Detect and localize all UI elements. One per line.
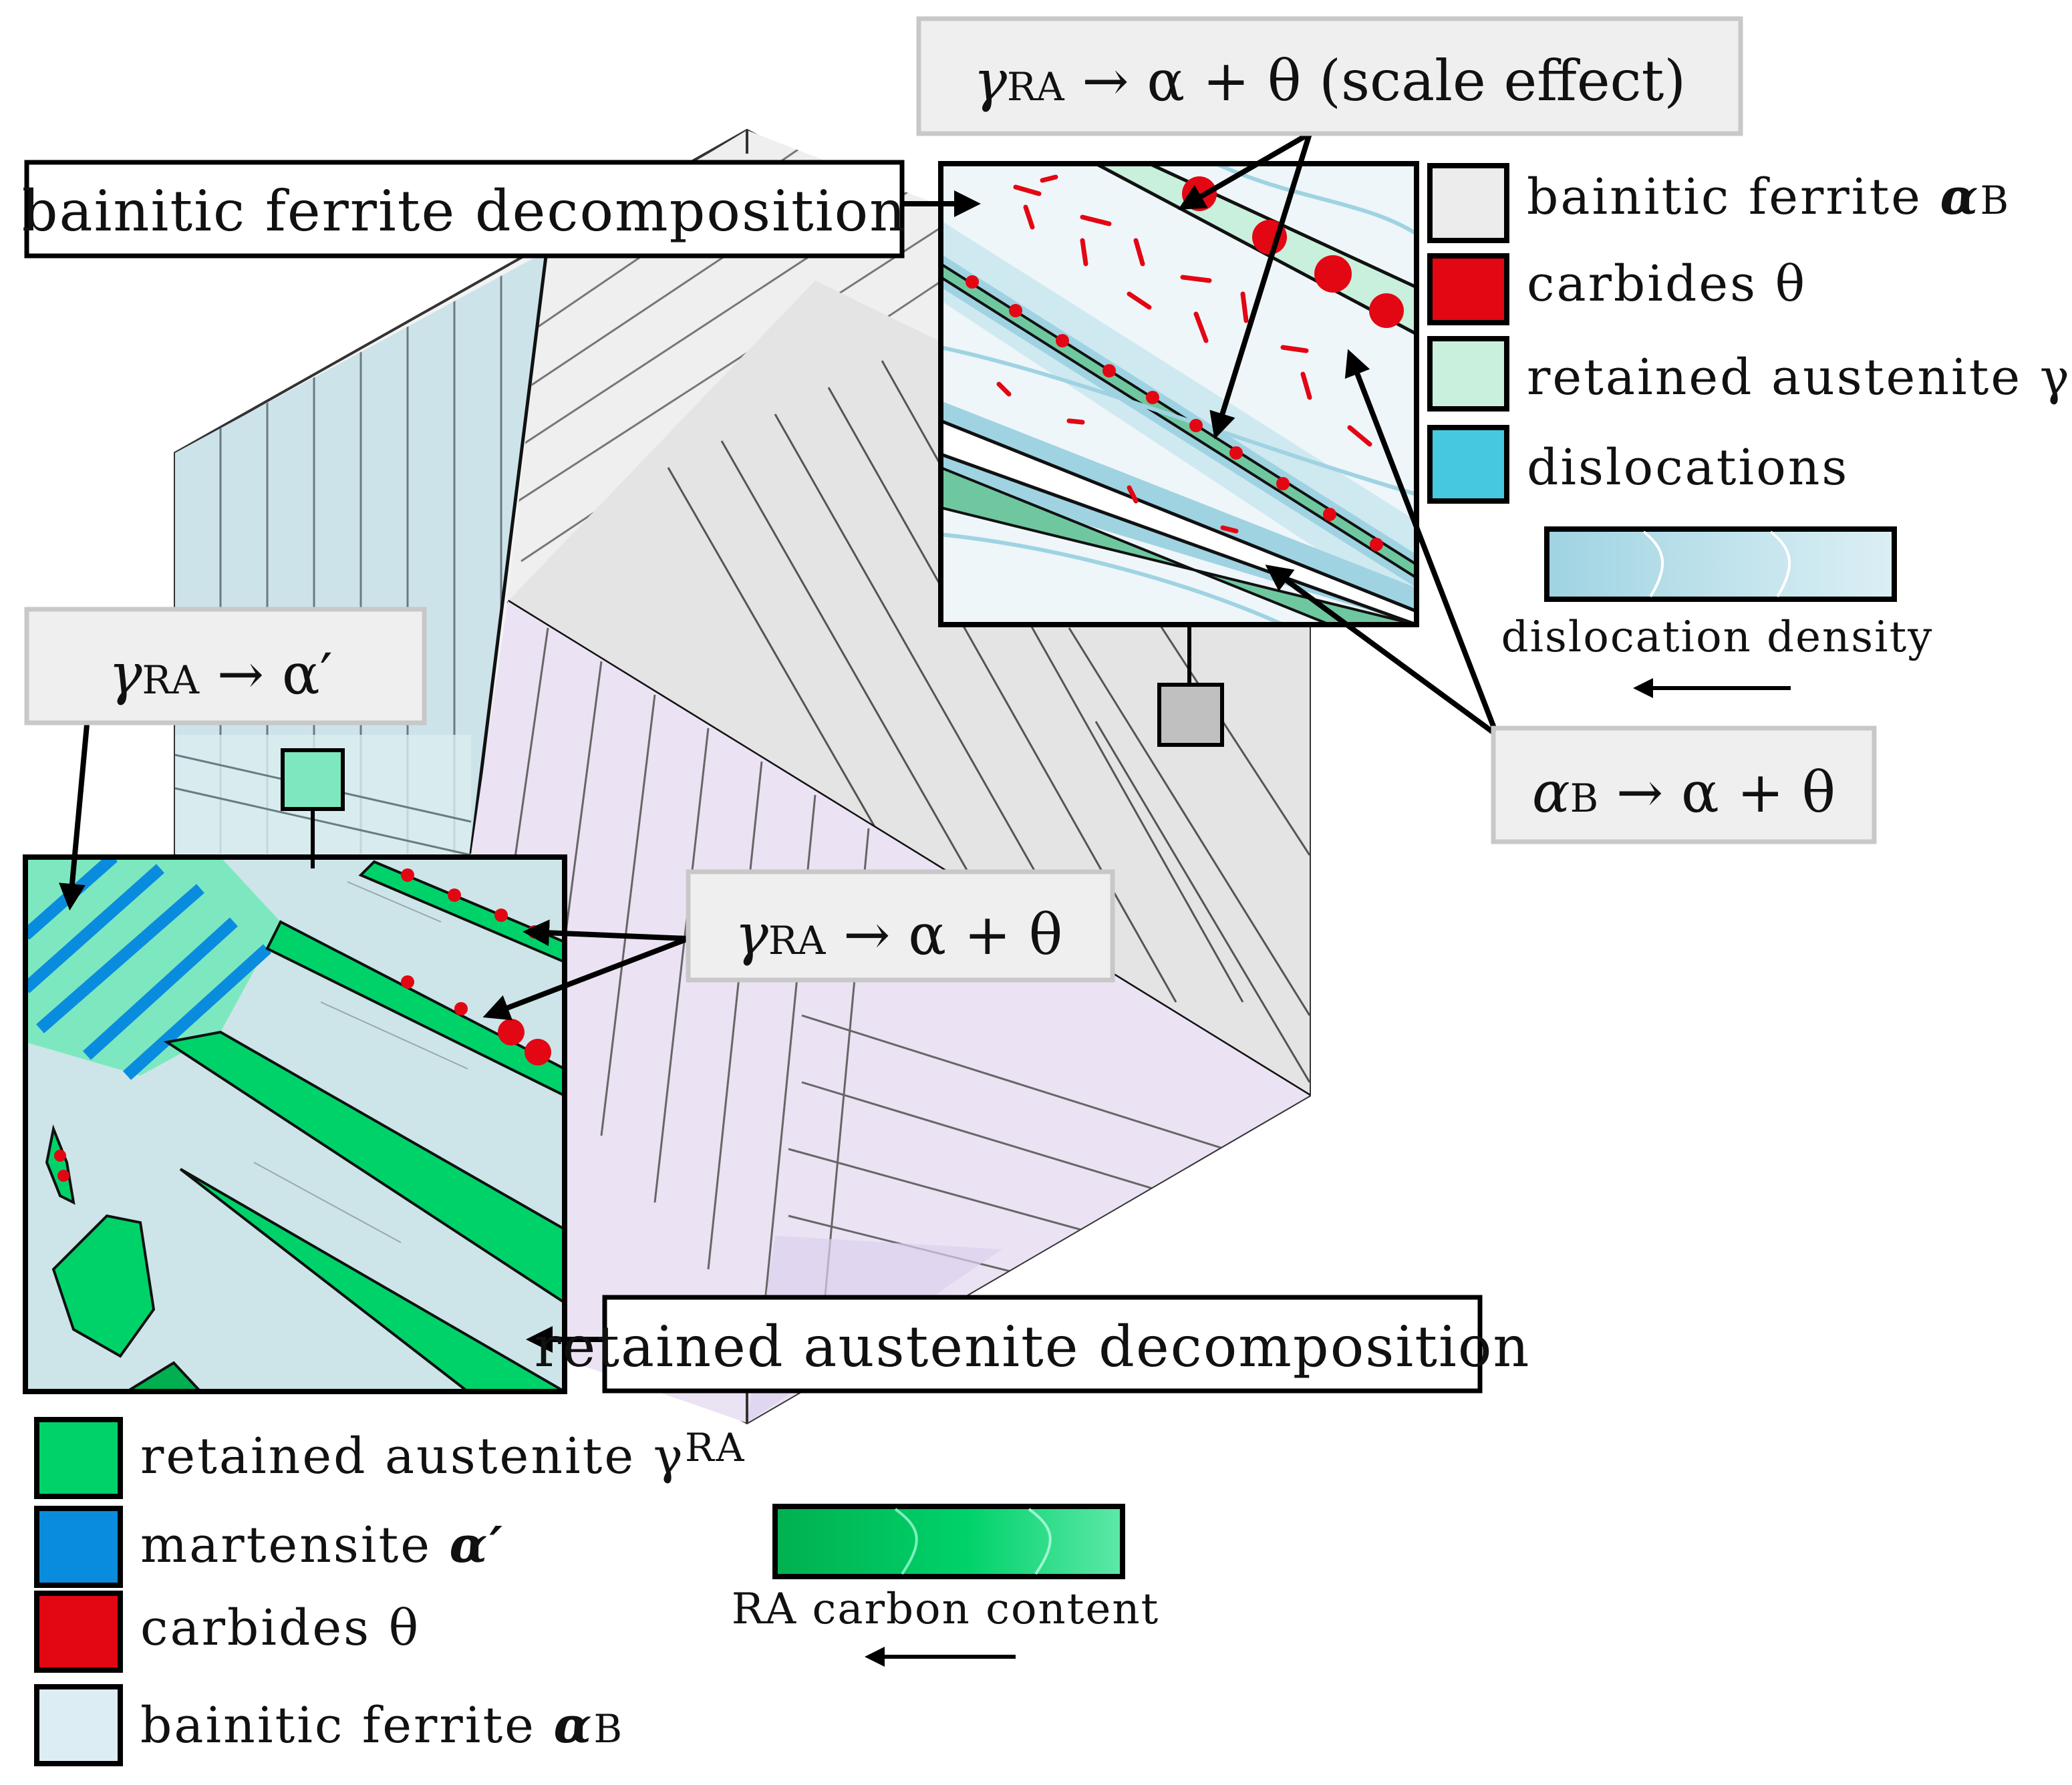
legend-top-label-0: bainitic ferrite (1527, 168, 1940, 226)
legend-top-label-2: retained austenite (1527, 349, 2040, 406)
callout-ab-alpha-symbol: α (1532, 760, 1570, 825)
legend-top-item-carbides: carbides θ (1427, 253, 1807, 325)
inset-bainitic-ferrite (938, 161, 1419, 747)
legend-top-sub-2: RA (2071, 346, 2072, 391)
legend-top-item-bainitic-ferrite: bainitic ferrite αB (1427, 163, 2011, 243)
callout-ra-martensite-symbol: γ (108, 641, 142, 707)
callout-bf-decomposition: bainitic ferrite decomposition (22, 160, 907, 259)
svg-text:martensite α′: martensite α′ (140, 1516, 504, 1574)
svg-text:retained austenite γRA: retained austenite γRA (1527, 346, 2072, 406)
legend-bottom-item-bainitic-ferrite: bainitic ferrite αB (34, 1684, 624, 1766)
callout-scale-effect-sub: RA (1007, 64, 1065, 110)
svg-text:retained austenite γRA: retained austenite γRA (140, 1425, 746, 1485)
legend-bottom-label-1: martensite (140, 1516, 450, 1574)
svg-text:γRA → α′: γRA → α′ (108, 641, 332, 707)
legend-bottom-item-martensite: martensite α′ (34, 1506, 504, 1588)
inset-bottom-marker (281, 748, 345, 811)
legend-top-sym-1: θ (1775, 255, 1807, 313)
callout-ab-to-alpha-theta: αB → α + θ (1491, 725, 1877, 844)
ra-carbon-content-label: RA carbon content (732, 1585, 1160, 1634)
legend-bottom-item-retained-austenite: retained austenite γRA (34, 1417, 746, 1499)
legend-bottom-sym-0: γ (653, 1428, 685, 1485)
ra-carbon-content-scale: RA carbon content (732, 1504, 1160, 1667)
legend-top-item-retained-austenite: retained austenite γRA (1427, 336, 2072, 412)
legend-bottom-sym-1: α′ (450, 1516, 504, 1574)
legend-top-item-dislocations: dislocations (1427, 425, 1849, 504)
legend-top-sym-2: γ (2040, 349, 2071, 406)
legend-bottom-label-2: carbides (140, 1599, 389, 1657)
legend-bottom-sub-3: B (593, 1706, 624, 1752)
legend-bottom-sym-2: θ (389, 1599, 421, 1657)
legend-bottom-label-3: bainitic ferrite (140, 1697, 554, 1754)
legend-top: bainitic ferrite αB carbides θ retained … (1427, 163, 2072, 698)
svg-text:carbides θ: carbides θ (1527, 255, 1807, 313)
legend-top-label-1: carbides (1527, 255, 1775, 313)
callout-ra-alpha-symbol: γ (735, 902, 769, 967)
inset-top-marker (1157, 683, 1224, 747)
dislocation-density-label: dislocation density (1501, 613, 1934, 662)
callout-scale-effect: γRA → α + θ (scale effect) (916, 16, 1743, 136)
arrows (59, 131, 1499, 1353)
svg-text:bainitic ferrite αB: bainitic ferrite αB (140, 1697, 624, 1754)
legend-bottom-sub-0: RA (685, 1425, 746, 1470)
legend-bottom-label-0: retained austenite (140, 1428, 653, 1485)
callout-ra-martensite-text: → α′ (199, 641, 333, 707)
legend-bottom-sym-3: α (554, 1697, 594, 1754)
callout-ra-alpha-text: → α + θ (825, 902, 1062, 967)
callout-ra-decomposition: retained austenite decomposition (534, 1295, 1530, 1394)
callout-bf-decomposition-text: bainitic ferrite decomposition (22, 178, 907, 244)
svg-text:γRA → α + θ (scale effect): γRA → α + θ (scale effect) (974, 48, 1686, 114)
legend-bottom-item-carbides: carbides θ (34, 1591, 420, 1673)
svg-text:carbides θ: carbides θ (140, 1599, 420, 1657)
callout-ra-decomposition-text: retained austenite decomposition (534, 1314, 1530, 1380)
legend-top-label-3: dislocations (1527, 439, 1849, 496)
callout-ab-alpha-sub: B (1570, 776, 1599, 821)
svg-text:αB → α + θ: αB → α + θ (1532, 760, 1835, 825)
dislocation-density-scale: dislocation density (1501, 526, 1934, 698)
callout-ab-alpha-text: → α + θ (1598, 760, 1835, 825)
callout-ra-to-martensite: γRA → α′ (24, 607, 427, 725)
callout-scale-effect-text: → α + θ (scale effect) (1064, 48, 1686, 114)
legend-top-sub-0: B (1980, 178, 2011, 223)
callout-ra-alpha-sub: RA (768, 918, 827, 963)
legend-top-sym-0: α (1940, 168, 1980, 226)
svg-text:bainitic ferrite αB: bainitic ferrite αB (1527, 168, 2011, 226)
svg-text:γRA → α + θ: γRA → α + θ (735, 902, 1063, 967)
callout-scale-effect-symbol: γ (974, 48, 1008, 114)
callout-ra-martensite-sub: RA (142, 657, 200, 703)
callout-ra-to-alpha-theta: γRA → α + θ (686, 869, 1115, 983)
legend-bottom: retained austenite γRA martensite α′ car… (34, 1417, 1160, 1766)
